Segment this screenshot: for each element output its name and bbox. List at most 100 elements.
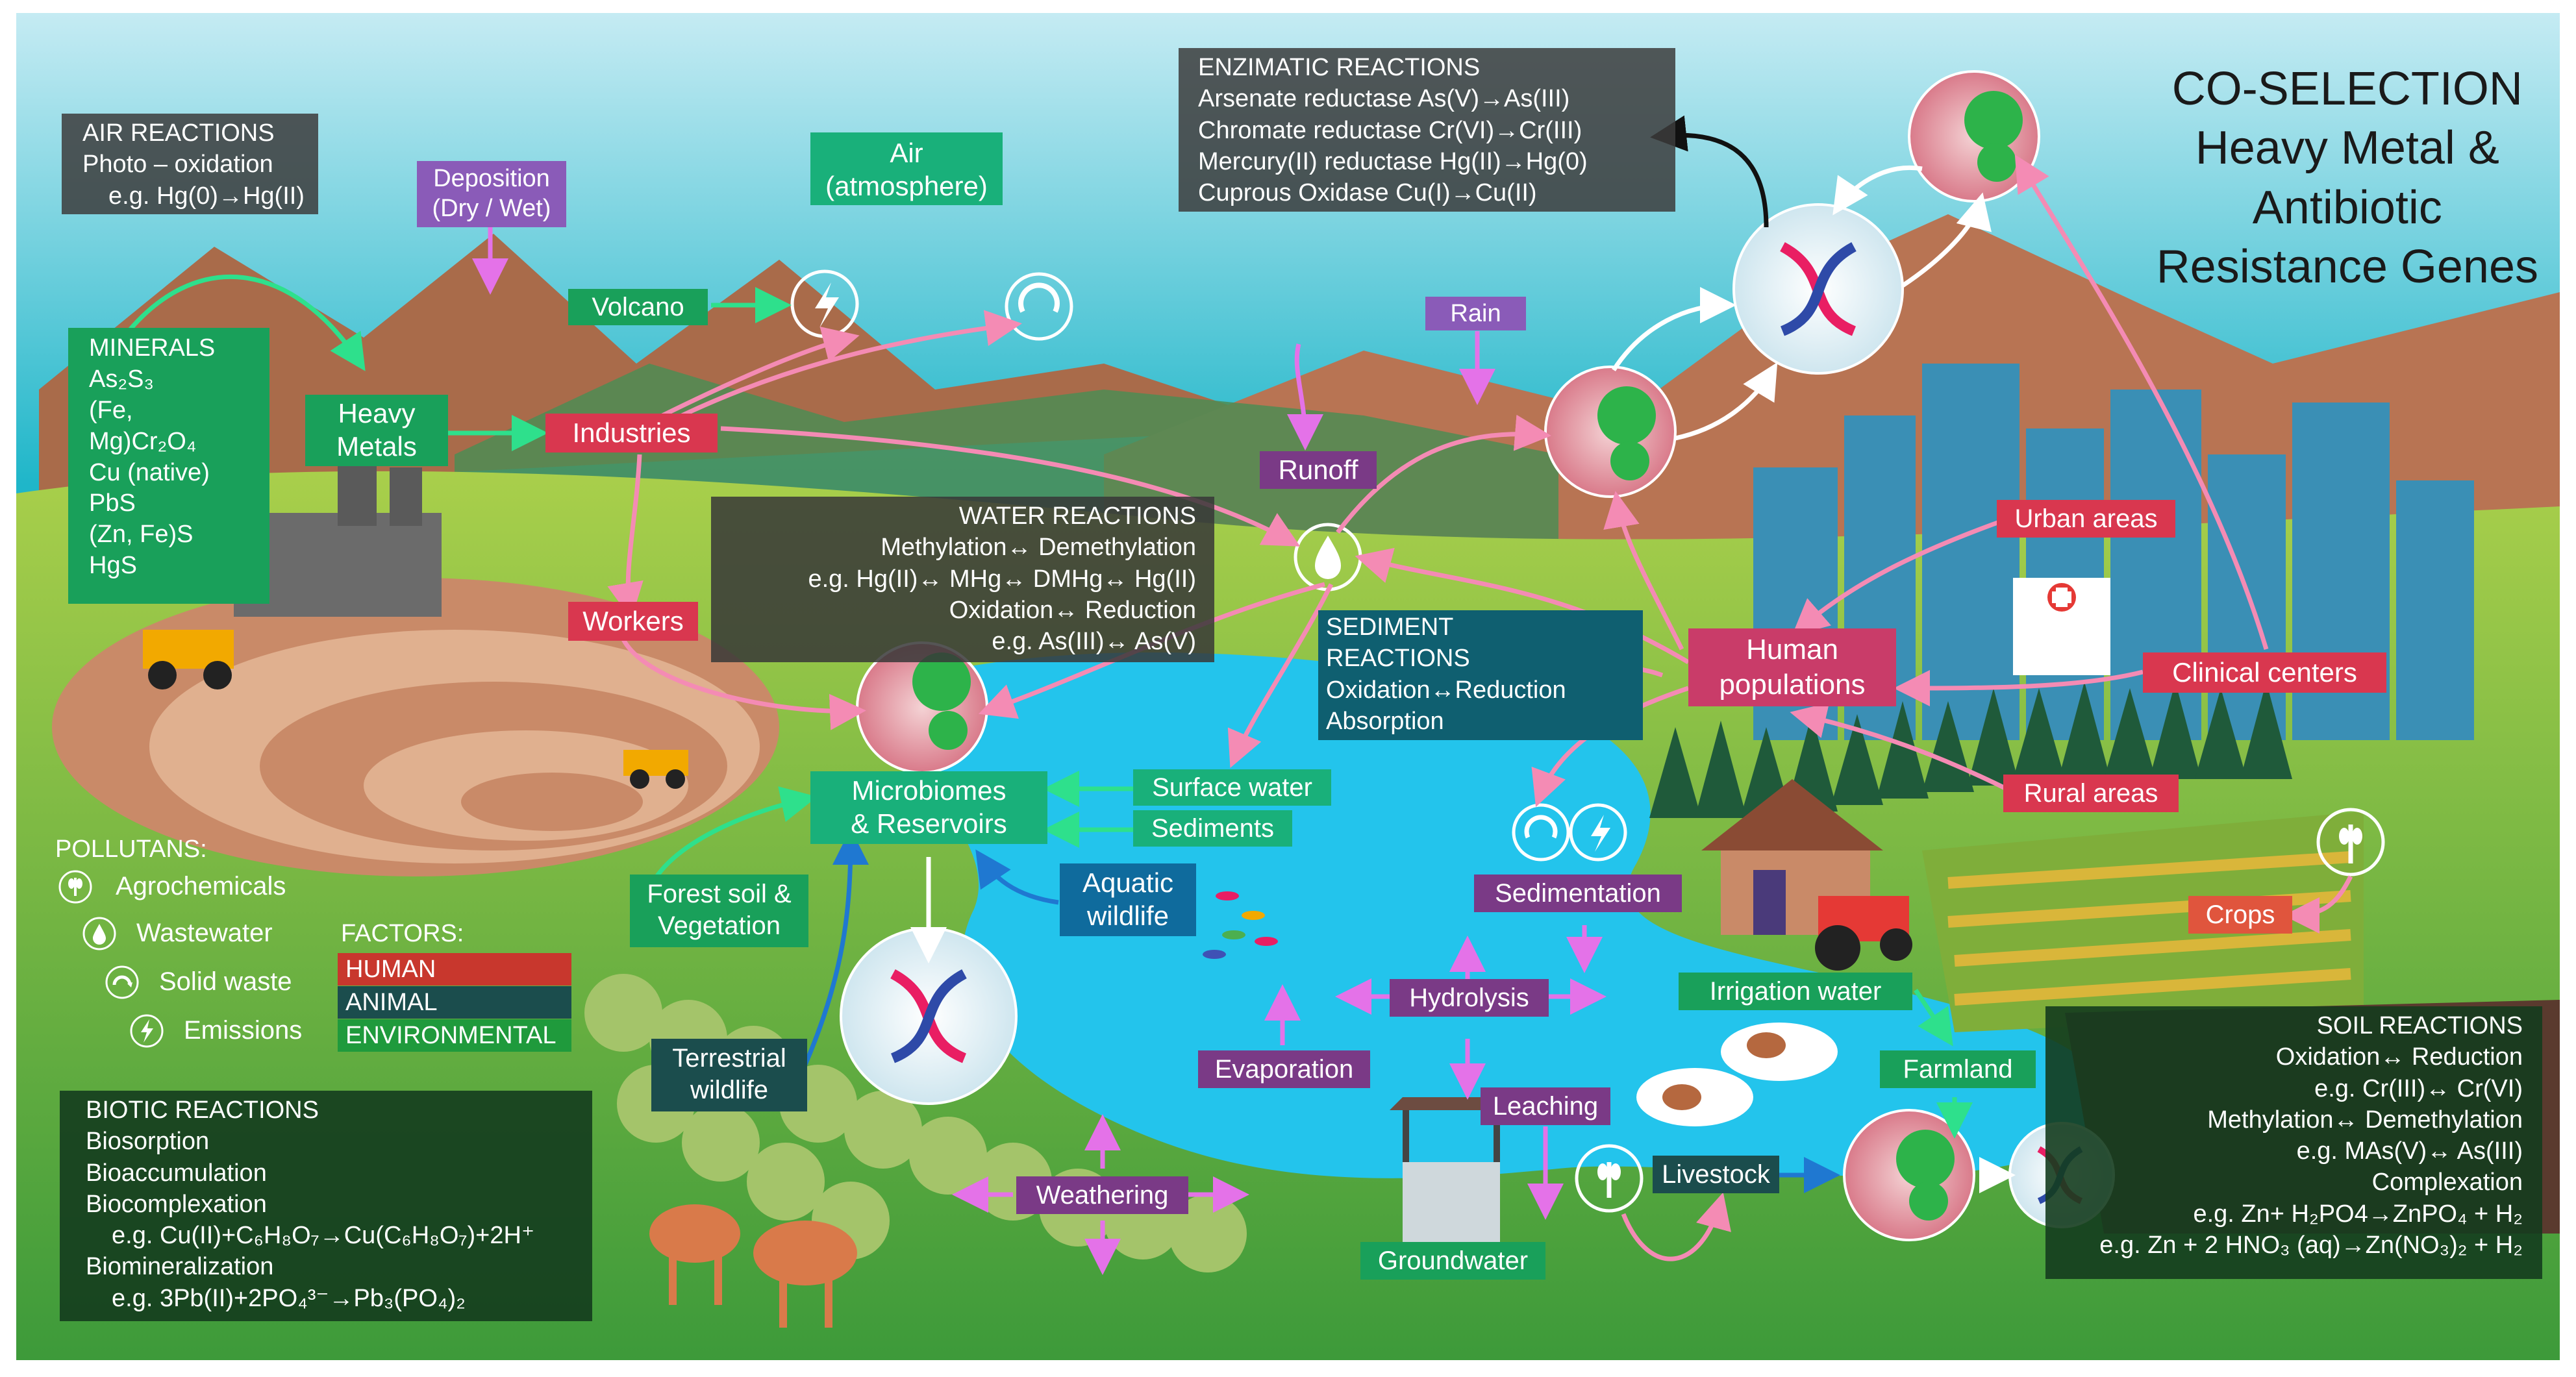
- soil-reactions-box: SOIL REACTIONS Oxidation↔ Reduction e.g.…: [2045, 1006, 2542, 1279]
- microbe-bubble-river: [856, 641, 988, 774]
- water-reactions-box: WATER REACTIONS Methylation↔ Demethylati…: [711, 497, 1214, 662]
- title-line-3: Antibiotic: [2252, 181, 2442, 234]
- aquatic-wildlife-line-2: wildlife: [1086, 900, 1169, 932]
- weathering-label: Weathering: [1016, 1176, 1188, 1214]
- soil-reactions-line: Complexation: [2371, 1169, 2523, 1197]
- workers-label: Workers: [568, 602, 698, 641]
- deer: [649, 1204, 857, 1328]
- pollutant-label: Agrochemicals: [116, 872, 286, 900]
- evaporation-label: Evaporation: [1198, 1050, 1370, 1088]
- title-line-2: Heavy Metal &: [2195, 122, 2499, 175]
- groundwater-label: Groundwater: [1360, 1242, 1545, 1280]
- resistance-gene-bubble-top: [1732, 203, 1904, 375]
- factor-animal: ANIMAL: [338, 986, 571, 1019]
- white-arrows: [910, 166, 2016, 1193]
- conifer-forest: [1649, 682, 2292, 818]
- pollutant-item-agrochemicals: Agrochemicals: [57, 869, 330, 905]
- cows: [1636, 1023, 1838, 1126]
- terrestrial-wildlife-line-2: wildlife: [690, 1075, 769, 1104]
- soil-reactions-line: e.g. Cr(III)↔ Cr(VI): [2314, 1074, 2523, 1102]
- surface-water-label: Surface water: [1133, 769, 1331, 806]
- microbe-bubble-farm: [1843, 1109, 1975, 1241]
- biotic-reactions-heading: BIOTIC REACTIONS: [86, 1097, 319, 1124]
- mineral-item: Cu (native): [89, 458, 210, 486]
- industries-label: Industries: [545, 414, 718, 453]
- human-populations-line-1: Human: [1746, 634, 1838, 665]
- factors-heading: FACTORS:: [341, 920, 464, 947]
- livestock-label: Livestock: [1653, 1156, 1779, 1193]
- mineral-item: HgS: [89, 552, 137, 580]
- rural-areas-label: Rural areas: [2003, 775, 2179, 812]
- lightning-circle-icon-2: [1569, 803, 1627, 862]
- fish: [1203, 891, 1278, 959]
- lightning-icon: [130, 1014, 164, 1048]
- soil-reactions-heading: SOIL REACTIONS: [2316, 1012, 2523, 1039]
- air-reactions-box: AIR REACTIONS Photo – oxidation e.g. Hg(…: [62, 114, 318, 214]
- mineral-item: Mg)Cr₂O₄: [89, 427, 197, 455]
- deposition-line-2: (Dry / Wet): [432, 195, 551, 223]
- enzymatic-reactions-line-1: Arsenate reductase As(V)→As(III): [1198, 85, 1570, 113]
- factor-human: HUMAN: [338, 953, 571, 986]
- recycle-icon: [105, 965, 139, 999]
- water-reactions-line-1: Methylation↔ Demethylation: [881, 534, 1196, 562]
- pollutant-item-solid-waste: Solid waste: [104, 964, 364, 1000]
- microbiomes-line-2: & Reservoirs: [851, 808, 1007, 839]
- pollutant-item-wastewater: Wastewater: [81, 915, 341, 952]
- enzymatic-reactions-line-4: Cuprous Oxidase Cu(I)→Cu(II): [1198, 179, 1537, 206]
- microbe-bubble-top: [1908, 70, 2040, 203]
- pollutant-item-emissions: Emissions: [129, 1013, 388, 1049]
- air-reactions-heading: AIR REACTIONS: [82, 119, 275, 147]
- title-line-4: Resistance Genes: [2156, 241, 2538, 293]
- runoff-label: Runoff: [1260, 451, 1377, 489]
- volcano-label: Volcano: [568, 289, 708, 325]
- microbiomes-line-1: Microbiomes: [851, 775, 1007, 806]
- air-reactions-example: e.g. Hg(0)→Hg(II): [108, 182, 305, 210]
- soil-reactions-line: Methylation↔ Demethylation: [2207, 1106, 2523, 1134]
- sediment-reactions-box: SEDIMENT REACTIONS Oxidation↔Reduction A…: [1318, 610, 1643, 740]
- water-reactions-line-3: Oxidation↔ Reduction: [949, 596, 1196, 624]
- irrigation-water-label: Irrigation water: [1679, 973, 1912, 1010]
- tractor: [1815, 896, 1912, 971]
- sediment-reactions-line-2: Absorption: [1326, 707, 1444, 735]
- sedimentation-label: Sedimentation: [1474, 875, 1682, 912]
- microbe-bubble-city: [1544, 366, 1677, 498]
- mineral-item: (Zn, Fe)S: [89, 521, 194, 549]
- clinical-centers-label: Clinical centers: [2143, 652, 2386, 693]
- rain-label: Rain: [1425, 297, 1526, 330]
- urban-areas-label: Urban areas: [1997, 500, 2175, 538]
- biotic-reactions-line: Biosorption: [86, 1128, 210, 1156]
- hydrolysis-label: Hydrolysis: [1390, 979, 1549, 1017]
- forest-soil-line-1: Forest soil &: [647, 880, 792, 908]
- soil-reactions-line: e.g. Zn+ H₂PO4→ZnPO₄ + H₂: [2193, 1200, 2523, 1228]
- crops-label: Crops: [2188, 896, 2292, 934]
- water-reactions-line-2: e.g. Hg(II)↔ MHg↔ DMHg↔ Hg(II): [808, 565, 1196, 593]
- aquatic-wildlife-line-1: Aquatic: [1082, 867, 1174, 898]
- microbiomes-reservoirs-label: Microbiomes & Reservoirs: [810, 771, 1047, 844]
- forest-soil-line-2: Vegetation: [657, 911, 781, 940]
- biotic-reactions-box: BIOTIC REACTIONS Biosorption Bioaccumula…: [60, 1091, 592, 1321]
- enzymatic-reactions-box: ENZIMATIC REACTIONS Arsenate reductase A…: [1179, 48, 1675, 212]
- heavy-metals-label: Heavy Metals: [305, 395, 448, 466]
- recycle-circle-icon: [1005, 272, 1073, 341]
- black-arrow: [1650, 115, 1769, 228]
- sediment-reactions-line-1: Oxidation↔Reduction: [1326, 676, 1566, 704]
- mineral-item: As₂S₃: [89, 365, 154, 393]
- biotic-reactions-line: Biocomplexation: [86, 1190, 267, 1218]
- mineral-item: PbS: [89, 490, 136, 517]
- water-reactions-heading: WATER REACTIONS: [958, 502, 1196, 530]
- pollutant-label: Wastewater: [136, 919, 273, 947]
- hospital-building: [2013, 578, 2110, 675]
- air-line-2: (atmosphere): [825, 171, 988, 202]
- human-populations-line-2: populations: [1719, 668, 1866, 701]
- leaching-label: Leaching: [1481, 1087, 1610, 1125]
- mineral-item: (Fe,: [89, 396, 133, 424]
- deposition-line-1: Deposition: [433, 165, 550, 192]
- forest-soil-vegetation-label: Forest soil & Vegetation: [630, 875, 808, 947]
- pollutant-label: Emissions: [184, 1016, 303, 1045]
- deposition-label: Deposition (Dry / Wet): [417, 161, 566, 227]
- aquatic-wildlife-label: Aquatic wildlife: [1060, 863, 1196, 936]
- water-drop-icon: [82, 917, 116, 950]
- farmland-label: Farmland: [1880, 1050, 2036, 1088]
- air-reactions-line: Photo – oxidation: [82, 151, 273, 179]
- terrestrial-wildlife-label: Terrestrial wildlife: [651, 1039, 807, 1111]
